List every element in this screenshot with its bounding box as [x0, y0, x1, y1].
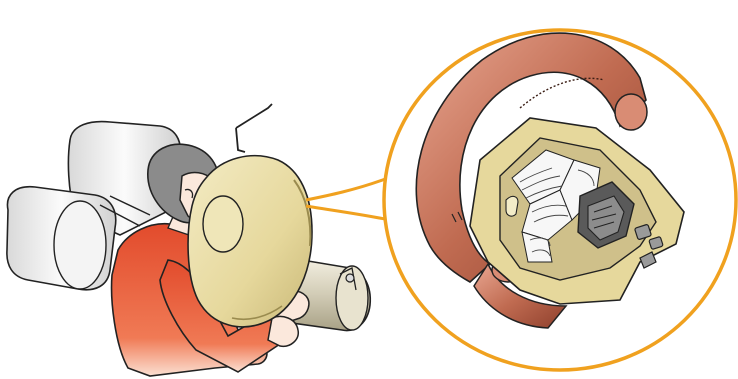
dash-line-1 [236, 104, 272, 128]
hand-right [268, 317, 298, 347]
rim-cut-top [615, 94, 647, 130]
column-knob [346, 274, 354, 282]
headrest-side [54, 201, 106, 289]
housing-vent [506, 196, 518, 216]
airbag-fold [203, 196, 243, 252]
magnifier-callout [384, 30, 736, 370]
callout-pointer [306, 178, 390, 220]
dash-line-2 [236, 128, 245, 152]
dashboard [236, 104, 272, 152]
